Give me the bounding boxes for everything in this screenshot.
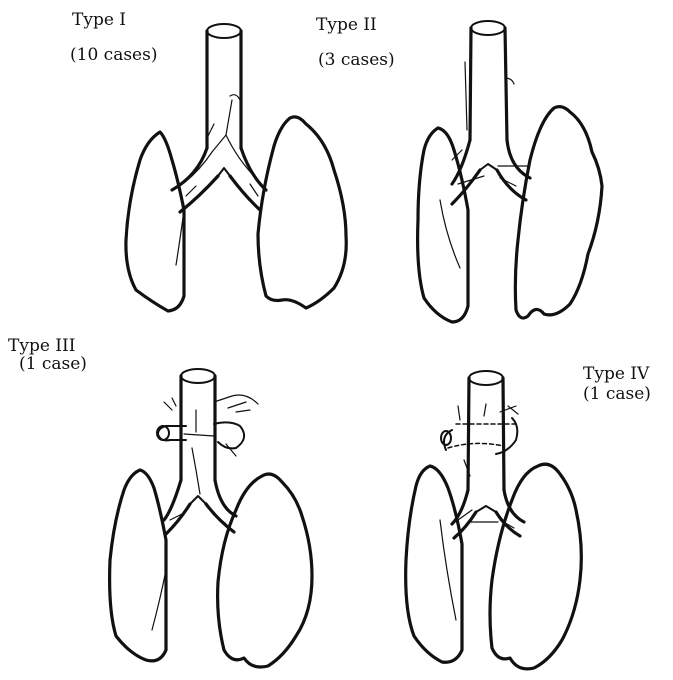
type-iii-diagram xyxy=(110,369,312,667)
type-i-left-lung xyxy=(126,132,184,311)
type-iv-carina xyxy=(476,506,496,512)
type-ii-left-lung xyxy=(418,128,468,322)
type-iv-trachea xyxy=(468,378,504,490)
type-i-vessels xyxy=(185,95,258,196)
type-ii-diagram xyxy=(418,21,602,322)
type-iii-trachea xyxy=(181,376,215,480)
type-i-carina xyxy=(218,168,230,176)
type-iii-trachea-top xyxy=(181,369,215,383)
type-ii-right-lung xyxy=(515,107,602,318)
type-iv-left-lung xyxy=(406,466,462,662)
type-i-right-lung xyxy=(258,117,346,308)
type-iii-left-lung-inner xyxy=(152,570,166,630)
type-iv-right-bronchus xyxy=(496,490,524,536)
type-i-trachea-top xyxy=(207,24,241,38)
type-iii-carina xyxy=(190,496,206,504)
type-iv-left-lung-inner xyxy=(440,520,456,620)
type-iii-right-lung xyxy=(218,474,312,667)
type-ii-trachea xyxy=(470,28,507,140)
type-ii-carina xyxy=(480,164,497,170)
type-iii-left-lung xyxy=(110,470,166,661)
type-iv-ring-end xyxy=(441,431,451,445)
type-i-diagram xyxy=(126,24,346,311)
type-ii-left-lung-inner xyxy=(440,200,460,268)
type-iv-dashed-ring xyxy=(448,424,516,448)
type-ii-trachea-top xyxy=(471,21,505,35)
type-iv-trachea-top xyxy=(469,371,503,385)
type-iv-diagram xyxy=(406,371,582,669)
type-i-trachea xyxy=(207,31,241,148)
type-iii-left-bronchus xyxy=(164,480,190,534)
